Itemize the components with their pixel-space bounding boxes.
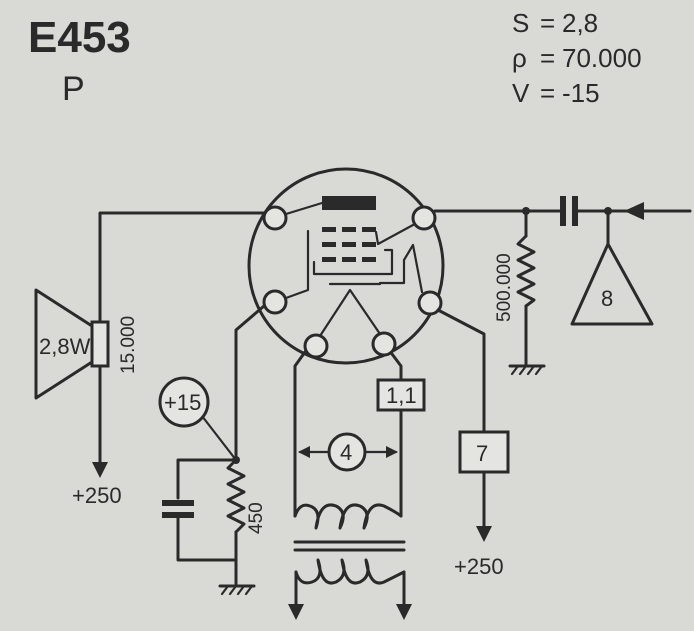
grid-resistor xyxy=(516,234,536,308)
param-value: 2,8 xyxy=(562,8,598,38)
heater-voltage-dimension: 4 xyxy=(298,432,398,472)
speaker-power-label: 2,8W xyxy=(39,334,91,359)
arrow-down-icon xyxy=(476,526,492,542)
param-name: S xyxy=(512,8,529,38)
arrow-down-icon xyxy=(92,462,108,478)
tube-name: E453 xyxy=(28,13,131,62)
bypass-capacitor xyxy=(162,500,194,518)
arrow-left-icon xyxy=(624,202,644,220)
param-name: V xyxy=(512,78,530,108)
heater-current-box xyxy=(376,378,426,412)
tube-type-letter: P xyxy=(62,70,85,108)
param-sep: = xyxy=(540,78,555,108)
bias-pointer xyxy=(200,414,238,462)
bias-circle xyxy=(158,376,210,428)
input-stage-triangle xyxy=(570,242,654,326)
param-name: ρ xyxy=(512,43,527,73)
heater-wire xyxy=(390,352,403,518)
wire xyxy=(176,516,238,562)
heater-transformer xyxy=(288,503,412,620)
heater-wire xyxy=(293,350,307,518)
bias-label: +15 xyxy=(164,390,201,415)
param-sep: = xyxy=(540,43,555,73)
param-value: -15 xyxy=(562,78,600,108)
param-sep: = xyxy=(540,8,555,38)
heater-voltage-label: 4 xyxy=(340,440,352,465)
parameters-block: S = 2,8 ρ = 70.000 V = -15 xyxy=(512,8,642,108)
screen-supply-label: +250 xyxy=(454,554,504,579)
speaker-symbol: 2,8W 15.000 xyxy=(34,288,139,400)
input-stage-label: 8 xyxy=(601,286,613,311)
tube-envelope xyxy=(247,167,445,365)
screen-box-label: 7 xyxy=(476,441,488,466)
param-value: 70.000 xyxy=(562,43,642,73)
ground-icon xyxy=(218,584,256,596)
screen-wire xyxy=(436,308,486,434)
wire xyxy=(176,458,238,500)
ground-icon xyxy=(508,364,546,376)
anode-supply-label: +250 xyxy=(72,483,122,508)
cathode-wire xyxy=(234,304,266,462)
speaker-transformer-label: 15.000 xyxy=(118,316,139,374)
grid-resistor-label: 500.000 xyxy=(494,253,515,322)
anode-plate xyxy=(322,196,376,210)
cathode-resistor-label: 450 xyxy=(246,502,267,534)
tube-grids xyxy=(322,227,376,262)
coupling-capacitor xyxy=(560,196,578,226)
heater-current-label: 1,1 xyxy=(386,383,417,408)
cathode-resistor xyxy=(226,458,246,534)
anode-wire xyxy=(98,211,266,468)
screen-resistor-box xyxy=(458,430,510,474)
